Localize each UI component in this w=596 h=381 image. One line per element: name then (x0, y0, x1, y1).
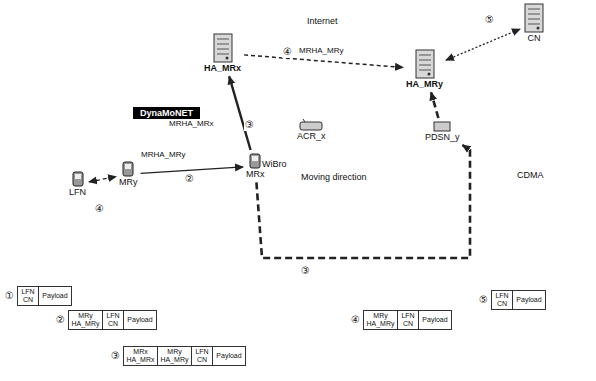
callout-number: ③ (300, 265, 311, 277)
packet-field: Payload (212, 346, 246, 366)
packet-field: MRx HA_MRx (123, 346, 158, 366)
srv-icon (523, 3, 545, 33)
connector (431, 92, 438, 118)
edge-label: MRHA_MRy (298, 46, 344, 55)
node-label: HA_MRy (406, 79, 443, 89)
packet-field: Payload (123, 310, 157, 330)
srv-icon (414, 49, 436, 79)
dev-icon (122, 161, 134, 177)
callout-number: ④ (350, 314, 361, 326)
field-label: LFN CN (105, 312, 121, 327)
connector (229, 76, 250, 150)
field-label: Payload (126, 316, 154, 324)
field-label: LFN CN (400, 312, 416, 327)
callout-number: ① (4, 290, 15, 302)
node-label: HA_MRx (204, 63, 241, 73)
packet-field: Payload (38, 286, 72, 306)
rtr-icon (299, 119, 323, 131)
node-label: CN (528, 33, 541, 43)
node-label: MRy (119, 177, 138, 187)
arrow-label: Moving direction (300, 172, 368, 182)
router-device: MRy (118, 160, 139, 188)
edge-label: MRHA_MRy (140, 150, 186, 159)
pdsn-node: PDSN_y (424, 120, 461, 143)
node-label: PDSN_y (425, 132, 460, 142)
connector (89, 177, 116, 182)
field-label: MRy HA_MRy (160, 348, 189, 363)
callout-number: ④ (282, 46, 293, 58)
correspondent-server: CN (522, 2, 546, 44)
field-label: MRy HA_MRy (71, 312, 100, 327)
srv-icon (212, 33, 234, 63)
field-label: LFN CN (20, 288, 36, 303)
packet-field: LFN CN (397, 310, 419, 330)
node-label: DynaMoNET (133, 107, 200, 119)
packet-field: LFN CN (191, 346, 213, 366)
callout-number: ⑤ (478, 294, 489, 306)
field-label: Payload (41, 292, 69, 300)
edge-label: MRHA_MRx (168, 119, 214, 128)
node-label: ACR_x (297, 131, 326, 141)
node-label: WiBro (262, 159, 287, 169)
field-label: MRx HA_MRx (126, 348, 155, 363)
packet-field: MRy HA_MRy (363, 310, 398, 330)
packet-field: MRy HA_MRy (157, 346, 192, 366)
connector (256, 145, 470, 258)
node-label: Internet (307, 16, 338, 26)
field-label: LFN CN (494, 292, 510, 307)
node-label: MRx (246, 169, 265, 179)
packet-field: LFN CN (491, 290, 513, 310)
node-device: LFN (68, 170, 87, 198)
connector (244, 55, 403, 68)
home-agent-server: HA_MRy (405, 48, 444, 90)
callout-number: ② (55, 314, 66, 326)
callout-number: ② (184, 173, 195, 185)
packet-field: LFN CN (17, 286, 39, 306)
node-label: LFN (69, 187, 86, 197)
field-label: Payload (515, 296, 543, 304)
callout-number: ④ (94, 203, 105, 215)
field-label: Payload (215, 352, 243, 360)
node-label: CDMA (517, 170, 544, 180)
packet-field: MRy HA_MRy (68, 310, 103, 330)
callout-number: ③ (244, 119, 255, 131)
field-label: Payload (421, 316, 449, 324)
internet-cloud: InternetHA_MRxHA_MRy (195, 0, 505, 118)
field-label: MRy HA_MRy (366, 312, 395, 327)
connector (446, 29, 520, 60)
cdma-area: CDMA (245, 138, 590, 282)
access-router: ACR_x (296, 118, 327, 142)
dev-icon (249, 153, 261, 169)
packet-field: LFN CN (102, 310, 124, 330)
dev-icon (72, 171, 84, 187)
packet-field: Payload (512, 290, 546, 310)
vehicle-network: DynaMoNET LFN MRy MRx (2, 100, 283, 276)
callout-number: ⑤ (484, 14, 495, 26)
packet-field: Payload (418, 310, 452, 330)
callout-number: ③ (110, 350, 121, 362)
box-icon (433, 121, 451, 132)
field-label: LFN CN (194, 348, 210, 363)
home-agent-server: HA_MRx (203, 32, 242, 74)
